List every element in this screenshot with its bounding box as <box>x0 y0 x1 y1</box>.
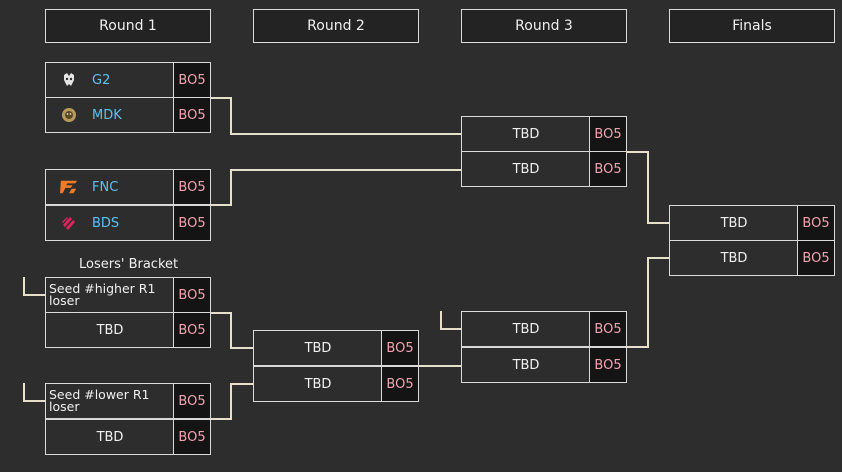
team-name: BDS <box>92 215 120 231</box>
team-cell: G2 <box>46 63 174 97</box>
tbd-label: TBD <box>304 340 332 356</box>
match-slot-mdk[interactable]: MDK BO5 <box>45 97 211 133</box>
format-badge: BO5 <box>589 117 626 151</box>
connector-line <box>23 277 45 296</box>
tbd-label: TBD <box>512 161 540 177</box>
connector-line <box>627 151 669 224</box>
match-slot-tbd[interactable]: TBD BO5 <box>669 240 835 276</box>
match-slot-seed-lower[interactable]: Seed #lower R1 loser BO5 <box>45 383 211 419</box>
match-slot-tbd[interactable]: TBD BO5 <box>461 116 627 152</box>
connector-line <box>211 97 461 135</box>
format-badge: BO5 <box>173 384 210 418</box>
match-slot-g2[interactable]: G2 BO5 <box>45 62 211 98</box>
tbd-label: TBD <box>720 250 748 266</box>
fnc-logo-icon <box>60 178 78 196</box>
match-slot-tbd[interactable]: TBD BO5 <box>461 151 627 187</box>
format-badge: BO5 <box>381 331 418 365</box>
team-cell: Seed #lower R1 loser <box>46 384 174 418</box>
match-slot-fnc[interactable]: FNC BO5 <box>45 169 211 205</box>
tbd-label: TBD <box>96 429 124 445</box>
tbd-label: TBD <box>96 322 124 338</box>
connector-line <box>211 169 461 206</box>
tbd-label: TBD <box>512 126 540 142</box>
round-1-header: Round 1 <box>45 9 211 43</box>
format-badge: BO5 <box>173 278 210 312</box>
format-badge: BO5 <box>797 241 834 275</box>
connector-line <box>23 383 45 402</box>
match-slot-seed-higher[interactable]: Seed #higher R1 loser BO5 <box>45 277 211 313</box>
losers-bracket-label: Losers' Bracket <box>79 257 179 272</box>
connector-line <box>440 311 461 330</box>
team-cell: Seed #higher R1 loser <box>46 278 174 312</box>
team-cell: FNC <box>46 170 174 204</box>
bds-logo-icon <box>60 214 78 232</box>
format-badge: BO5 <box>173 206 210 240</box>
round-2-header: Round 2 <box>253 9 419 43</box>
match-slot-tbd[interactable]: TBD BO5 <box>45 312 211 348</box>
mdk-logo-icon <box>60 106 78 124</box>
team-name: MDK <box>92 107 122 123</box>
round-3-title: Round 3 <box>515 18 573 34</box>
team-name: G2 <box>92 72 111 88</box>
format-badge: BO5 <box>173 98 210 132</box>
format-badge: BO5 <box>173 313 210 347</box>
match-slot-tbd[interactable]: TBD BO5 <box>669 205 835 241</box>
tbd-label: TBD <box>512 321 540 337</box>
format-badge: BO5 <box>173 63 210 97</box>
match-slot-tbd[interactable]: TBD BO5 <box>461 311 627 347</box>
tbd-label: TBD <box>512 357 540 373</box>
team-cell: BDS <box>46 206 174 240</box>
format-badge: BO5 <box>589 312 626 346</box>
finals-header: Finals <box>669 9 835 43</box>
connector-line <box>627 257 669 348</box>
round-2-title: Round 2 <box>307 18 365 34</box>
seed-text: Seed #higher R1 loser <box>49 281 156 308</box>
connector-line <box>211 383 253 420</box>
tbd-label: TBD <box>304 376 332 392</box>
format-badge: BO5 <box>797 206 834 240</box>
round-1-title: Round 1 <box>99 18 157 34</box>
format-badge: BO5 <box>381 367 418 401</box>
team-name: FNC <box>92 179 119 195</box>
match-slot-tbd[interactable]: TBD BO5 <box>461 347 627 383</box>
g2-logo-icon <box>60 71 78 89</box>
format-badge: BO5 <box>173 420 210 454</box>
match-slot-bds[interactable]: BDS BO5 <box>45 205 211 241</box>
tbd-label: TBD <box>720 215 748 231</box>
format-badge: BO5 <box>173 170 210 204</box>
match-slot-tbd[interactable]: TBD BO5 <box>253 330 419 366</box>
round-3-header: Round 3 <box>461 9 627 43</box>
match-slot-tbd[interactable]: TBD BO5 <box>253 366 419 402</box>
match-slot-tbd[interactable]: TBD BO5 <box>45 419 211 455</box>
format-badge: BO5 <box>589 348 626 382</box>
seed-text: Seed #lower R1 loser <box>49 387 150 414</box>
team-cell: MDK <box>46 98 174 132</box>
finals-title: Finals <box>732 18 772 34</box>
format-badge: BO5 <box>589 152 626 186</box>
connector-line <box>211 312 253 349</box>
